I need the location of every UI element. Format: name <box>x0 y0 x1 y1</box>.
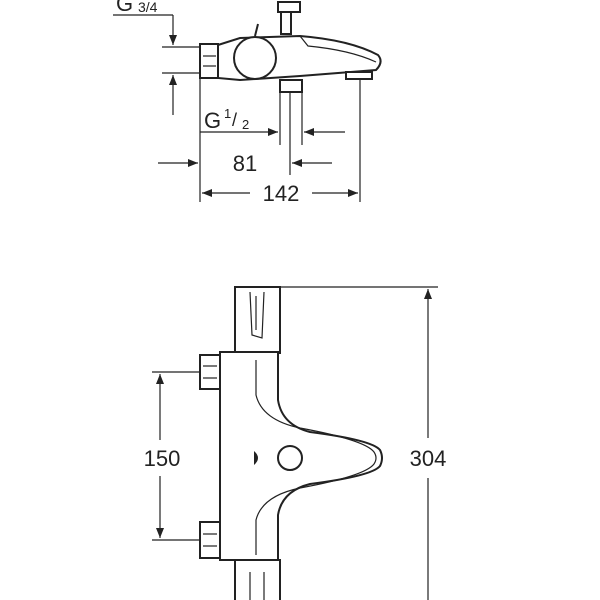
thread-lower-letter: G <box>204 108 221 133</box>
thread-lower-denominator: 2 <box>242 117 249 132</box>
dim-304: 304 <box>410 446 447 471</box>
thermostat-knob <box>233 36 277 80</box>
dim-81: 81 <box>233 151 257 176</box>
dim-150: 150 <box>144 446 181 471</box>
spout-outlet <box>345 71 373 80</box>
outlet-stub <box>279 79 303 93</box>
fraction-slash: / <box>232 110 237 130</box>
thread-upper-fraction: 3/4 <box>138 0 158 15</box>
diverter-knob <box>280 11 292 35</box>
top-view-faucet <box>199 1 382 93</box>
dim-142: 142 <box>263 181 300 206</box>
front-view-faucet <box>199 286 383 600</box>
thread-lower-numerator: 1 <box>224 106 231 121</box>
inlet-nut-upper <box>199 354 221 390</box>
bottom-cap <box>234 559 281 600</box>
control-button <box>277 445 303 471</box>
top-cap <box>234 286 281 354</box>
thread-upper-letter: G <box>116 0 133 16</box>
top-view-dimensions <box>113 14 361 202</box>
front-view-dimensions <box>152 286 438 600</box>
inlet-nut-top <box>199 43 219 79</box>
inlet-nut-lower <box>199 521 221 559</box>
